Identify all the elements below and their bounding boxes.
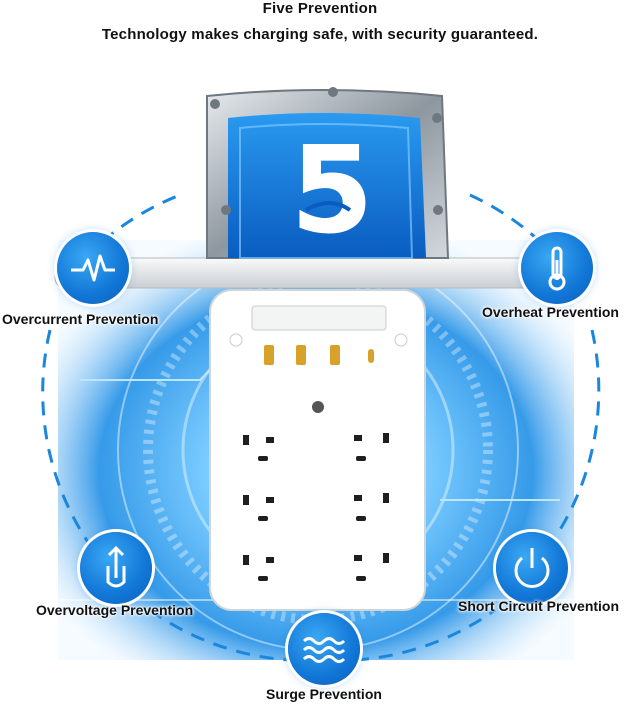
- voltage-arrow-icon: [80, 532, 152, 604]
- power-strip: [209, 289, 426, 611]
- waveform-icon: [57, 232, 129, 304]
- surge-waves-icon: [288, 613, 360, 685]
- page-subtitle: Technology makes charging safe, with sec…: [101, 26, 539, 43]
- label-overcurrent: Overcurrent Prevention: [2, 311, 159, 327]
- shield-number: 5: [290, 122, 374, 261]
- label-overvoltage: Overvoltage Prevention: [36, 602, 194, 618]
- label-overheat: Overheat Prevention: [482, 304, 619, 320]
- label-short-circuit: Short Circuit Prevention: [458, 598, 620, 614]
- power-icon: [496, 532, 568, 604]
- page-title: Five Prevention: [262, 0, 378, 17]
- shelf-bar: [54, 257, 586, 289]
- thermometer-icon: [521, 232, 593, 304]
- shield-badge: 5: [206, 87, 450, 261]
- label-surge: Surge Prevention: [266, 686, 382, 702]
